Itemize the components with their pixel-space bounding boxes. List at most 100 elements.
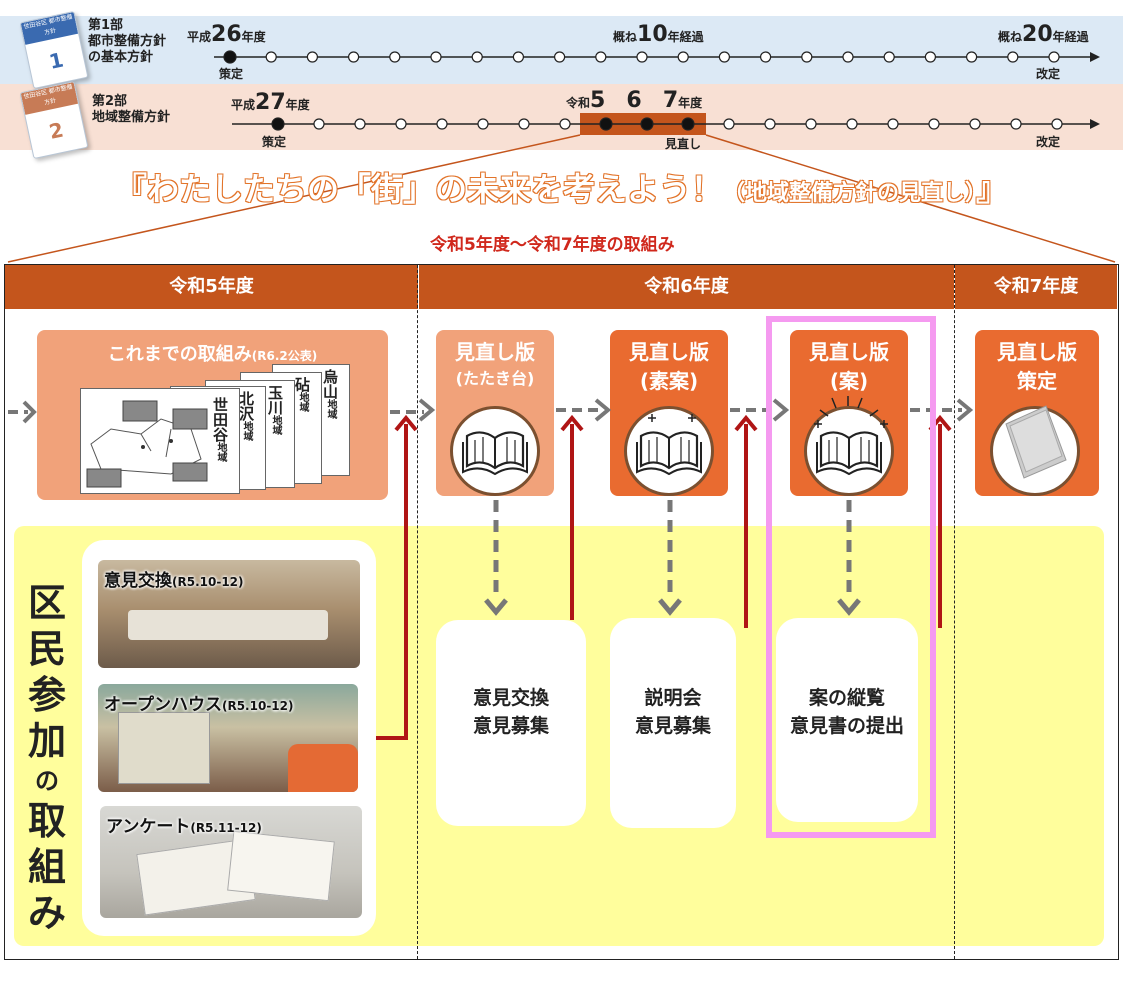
part2-review-note: 見直し [665,137,702,151]
timeline-year-dot [477,118,489,130]
part2-reiwa-label: 令和5 6 7年度 [566,88,703,113]
year-header-r7: 令和7年度 [955,265,1117,309]
part1-start-note: 策定 [219,67,244,81]
district-map-icon [86,400,208,488]
arrow-head-icon [1090,52,1100,62]
main-frame [4,264,1119,960]
version-sub: 策定 [1017,369,1057,393]
timeline-year-dot [805,118,817,130]
timeline-year-dot [313,118,325,130]
timeline-year-dot [512,51,525,63]
timeline-year-dot [883,51,895,63]
timeline-year-dot [636,51,648,63]
timeline-year-dot [965,51,978,63]
timeline-year-dot [389,51,401,63]
timeline-year-dot [306,51,318,63]
timeline-year-dot [471,51,483,63]
timeline-milestone-dot [640,117,654,131]
participation-title: 区 民 参 加 の 取 組 み [27,581,66,935]
timeline-year-dot [395,118,407,130]
column-divider [954,265,955,959]
timeline-year-dot [1007,51,1019,63]
timeline-year-dot [759,51,772,63]
timeline-year-dot [553,51,566,63]
part2-title-line: 第2部 [92,94,128,109]
part2-title: 第2部 地域整備方針 [92,94,170,126]
timeline-milestone-dot [271,117,285,131]
year-header-r5: 令和5年度 [5,265,418,309]
action-line: 案の縦覧 [808,687,885,709]
part1-title-line: の基本方針 [88,50,154,65]
timeline-year-dot [887,118,899,130]
timeline-svg [7,50,1116,263]
timeline-year-dot [764,118,776,130]
timeline-year-dot [723,118,735,130]
timeline-year-dot [801,51,813,63]
timeline-milestone-dot [223,50,237,64]
headline-period: 令和5年度～令和7年度の取組み [430,235,675,255]
timeline-year-dot [354,118,366,130]
part2-start-label: 平成27年度 [231,90,310,115]
arrow-head-icon [484,598,861,616]
photo-label: 意見交換(R5.10-12) [104,571,244,591]
headline-subtitle-paren: （地域整備方針の見直し） [722,181,976,206]
headline-close-bracket: 』 [976,170,1009,208]
timeline-year-dot [1051,118,1063,130]
action-box: 案の縦覧 意見書の提出 [776,618,918,822]
flow-arrow-down [493,500,852,600]
part1-title-line: 都市整備方針 [88,34,167,49]
year-header-r6: 令和6年度 [419,265,954,309]
version-title: 見直し版 [629,340,709,364]
part1-title-line: 第1部 [88,18,124,33]
photo-open-house: オープンハウス(R5.10-12) [98,684,358,792]
version-sub: (素案) [639,369,699,393]
arrow-head-icon [22,398,974,424]
headline-title: 『わたしたちの「街」の未来を考えよう！ [114,169,724,209]
part1-end-label: 概ね20年経過 [998,22,1089,47]
version-title: 見直し版 [455,340,535,364]
part2-start-note: 策定 [262,135,287,149]
sparkle-icon [648,396,888,428]
action-line: 意見書の提出 [789,715,904,737]
photo-label: アンケート(R5.11-12) [106,817,262,837]
action-line: 意見交換 [472,687,549,709]
timeline-year-dot [1010,118,1022,130]
headline: 『わたしたちの「街」の未来を考えよう！（地域整備方針の見直し）』 [0,164,1123,210]
timeline-year-dot [518,118,530,130]
zoom-line [7,134,581,263]
version-title: 見直し版 [997,340,1077,364]
action-line: 意見募集 [472,715,549,737]
timeline-milestone-dot [681,117,695,131]
version-title: 見直し版 [809,340,889,364]
column-divider [417,265,418,959]
timeline-year-dot [265,51,277,63]
action-line: 説明会 [644,687,702,709]
photo-label: オープンハウス(R5.10-12) [104,695,294,715]
photo-survey: アンケート(R5.11-12) [100,806,362,918]
timeline-part1-band [0,16,1123,84]
timeline-year-dot [1048,51,1060,63]
version-sub: (たたき台) [455,369,535,388]
action-line: 意見募集 [634,715,711,737]
timeline-year-dot [430,51,442,63]
open-book-icon [635,431,703,476]
part2-title-line: 地域整備方針 [92,110,171,125]
timeline-year-dot [595,51,607,63]
timeline-milestone-dot [599,117,613,131]
open-book-icon [461,431,529,476]
finished-book-icon [1005,405,1067,479]
timeline-year-dot [436,118,448,130]
part1-title: 第1部 都市整備方針 の基本方針 [88,18,166,66]
action-box: 意見交換 意見募集 [436,620,586,826]
timeline-year-dot [842,51,854,63]
part1-start-label: 平成26年度 [187,22,266,47]
prior-work-title: これまでの取組み(R6.2公表) [107,344,318,365]
timeline-year-dot [559,118,571,130]
part1-mid-label: 概ね10年経過 [613,22,704,47]
timeline-year-dot [348,51,360,63]
timeline-dots [223,50,1060,64]
region-card-main: 世田谷地域 [80,388,240,494]
timeline-year-dot [924,51,937,63]
timeline-year-dot [928,118,940,130]
